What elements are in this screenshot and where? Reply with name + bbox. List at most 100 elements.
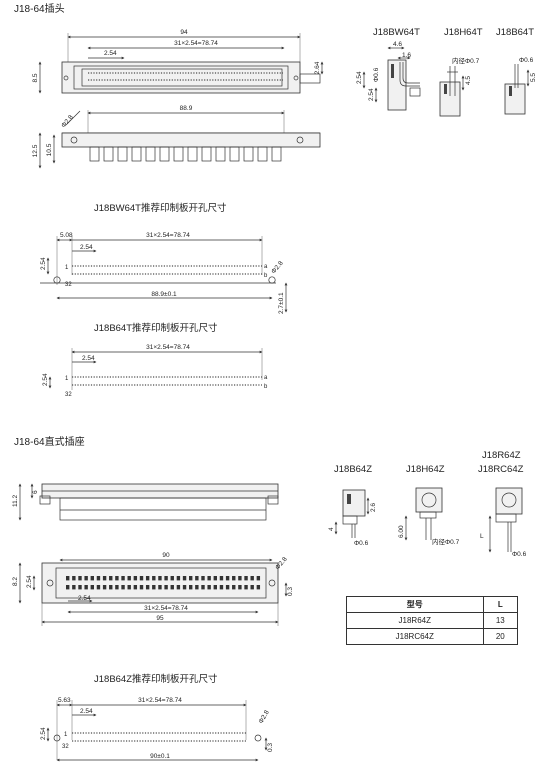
socket-contact bbox=[170, 585, 174, 590]
table-cell-model: J18RC64Z bbox=[346, 628, 484, 645]
socket-contact bbox=[109, 585, 113, 590]
plug-section-title: J18-64插头 bbox=[14, 2, 65, 15]
pcb1-mount: 88.9±0.1 bbox=[151, 291, 177, 298]
socket-contact bbox=[213, 576, 217, 581]
pcb-b64z-title: J18B64Z推荐印制板开孔尺寸 bbox=[94, 673, 218, 685]
plug-front-view: 94 31×2.54=78.74 2.54 8.5 2.64 bbox=[32, 29, 324, 94]
socket-inner: 6 bbox=[32, 490, 39, 494]
socket-contact bbox=[102, 585, 107, 590]
socket-contact bbox=[145, 585, 150, 590]
socket-contact bbox=[164, 576, 168, 581]
variant-J18B64Z: J18B64Z bbox=[334, 464, 372, 475]
socket-contact bbox=[219, 585, 224, 590]
pcb2-pin-b: 32 bbox=[65, 392, 72, 398]
pcb-b64t-layout: 31×2.54=78.74 2.54 2.54 1 32 a b bbox=[42, 344, 268, 398]
table-cell-length: 13 bbox=[482, 612, 519, 629]
socket-span: 31×2.54=78.74 bbox=[144, 605, 188, 612]
socket-contact bbox=[176, 576, 181, 581]
pcb-b64z-layout: 5.63 31×2.54=78.74 2.54 2.54 1 32 Φ2.8 9… bbox=[40, 697, 274, 762]
socket-contact bbox=[225, 576, 230, 581]
pcb3-pin-b: 32 bbox=[62, 744, 69, 750]
pcb3-mount: 90±0.1 bbox=[150, 753, 170, 760]
length-spec-table: 型号 L J18R64Z 13 J18RC64Z 20 bbox=[346, 596, 519, 645]
socket-length: 90 bbox=[162, 552, 170, 559]
socket-contact bbox=[250, 585, 254, 590]
socket-contact bbox=[219, 576, 224, 581]
socket-pitch: 2.54 bbox=[78, 595, 91, 602]
pcb1-pin-a: 1 bbox=[65, 265, 69, 271]
plug-mount-hole: Φ2.8 bbox=[60, 114, 75, 130]
h64z-side-view: 6.00 内径Φ0.7 bbox=[398, 487, 460, 546]
pcb3-pitch: 2.54 bbox=[80, 708, 93, 715]
socket-contact bbox=[250, 576, 254, 581]
plug-pitch: 2.54 bbox=[104, 50, 117, 57]
table-header-model: 型号 bbox=[346, 596, 484, 613]
pcb1-offset: 5.08 bbox=[60, 232, 73, 239]
variant-J18BW64T: J18BW64T bbox=[373, 27, 420, 38]
bz-h: 2.6 bbox=[370, 503, 377, 512]
plug-tooth bbox=[229, 146, 240, 162]
bw-h2: 2.54 bbox=[368, 88, 375, 101]
plug-tooth bbox=[215, 146, 226, 162]
plug-tooth bbox=[103, 146, 114, 162]
pcb3-pin-a: 1 bbox=[64, 732, 68, 738]
plug-tooth bbox=[159, 146, 170, 162]
pcb2-span: 31×2.54=78.74 bbox=[146, 344, 190, 351]
plug-tooth bbox=[271, 146, 282, 162]
b-length: 5.5 bbox=[530, 73, 537, 82]
bz-pin: Φ0.6 bbox=[354, 540, 369, 547]
plug-tooth bbox=[243, 146, 254, 162]
socket-contact bbox=[238, 585, 242, 590]
socket-contact bbox=[201, 576, 205, 581]
socket-side-view: 11.2 6 bbox=[12, 483, 279, 521]
plug-tooth bbox=[201, 146, 212, 162]
socket-overall: 95 bbox=[156, 615, 164, 622]
variant-J18H64Z: J18H64Z bbox=[406, 464, 445, 475]
rz-len: L bbox=[480, 533, 484, 540]
plug-mount-distance: 88.9 bbox=[180, 105, 193, 112]
pcb3-tol: 0.3 bbox=[267, 743, 274, 752]
variant-J18H64T: J18H64T bbox=[444, 27, 483, 38]
pcb-bw64t-title: J18BW64T推荐印制板开孔尺寸 bbox=[94, 202, 227, 214]
pcb1-pin-b: 32 bbox=[65, 282, 72, 288]
socket-contact bbox=[213, 585, 217, 590]
socket-contact bbox=[158, 585, 162, 590]
table-row: J18RC64Z 20 bbox=[346, 628, 519, 645]
plug-tooth bbox=[89, 146, 100, 162]
pcb3-hole: Φ2.8 bbox=[258, 709, 271, 725]
bw-h1: 2.54 bbox=[356, 71, 363, 84]
socket-contact bbox=[158, 576, 162, 581]
socket-contact bbox=[66, 576, 70, 581]
socket-total-height: 8.2 bbox=[12, 577, 19, 586]
socket-contact bbox=[115, 576, 119, 581]
pcb2-row-a: a bbox=[264, 375, 268, 381]
socket-contact bbox=[96, 576, 101, 581]
table-cell-length: 20 bbox=[482, 628, 519, 645]
socket-front-view: 90 Φ2.8 8.2 2.54 2.54 31×2.54=78.74 95 0… bbox=[12, 552, 294, 626]
socket-contact bbox=[152, 576, 156, 581]
pcb2-row: 2.54 bbox=[42, 373, 49, 386]
pcb3-span: 31×2.54=78.74 bbox=[138, 697, 182, 704]
h64t-side-view: 内径Φ0.7 4.5 bbox=[439, 56, 480, 117]
plug-total-height: 12.5 bbox=[32, 144, 39, 157]
pcb1-row-a: a bbox=[264, 264, 268, 270]
bw-w1: 4.6 bbox=[393, 41, 402, 48]
pcb1-row-b: b bbox=[264, 273, 268, 279]
socket-contact bbox=[121, 585, 125, 590]
plug-bottom-view: 88.9 Φ2.8 12.5 10.5 bbox=[32, 105, 321, 169]
socket-contact bbox=[72, 585, 76, 590]
socket-contact bbox=[176, 585, 181, 590]
socket-contact bbox=[207, 585, 211, 590]
socket-contact bbox=[133, 585, 138, 590]
socket-contact bbox=[189, 585, 193, 590]
variant-J18R64Z: J18R64Z bbox=[482, 450, 521, 461]
socket-contact bbox=[189, 576, 193, 581]
plug-tooth bbox=[173, 146, 184, 162]
socket-contact bbox=[145, 576, 150, 581]
plug-height: 8.5 bbox=[32, 73, 39, 82]
socket-contact bbox=[238, 576, 242, 581]
socket-contact bbox=[78, 576, 82, 581]
socket-contact bbox=[133, 576, 138, 581]
socket-contact bbox=[182, 585, 187, 590]
